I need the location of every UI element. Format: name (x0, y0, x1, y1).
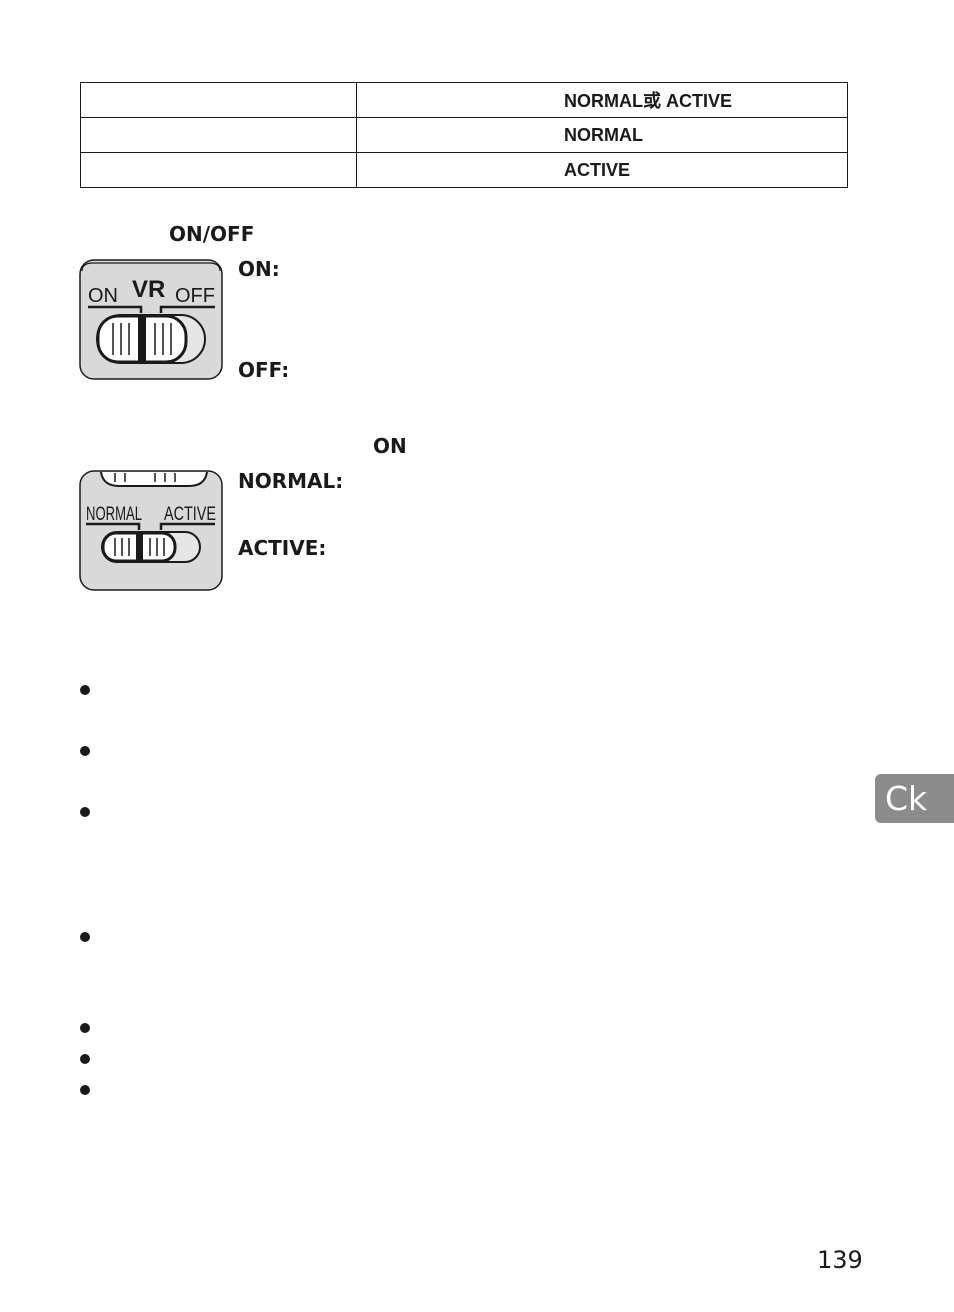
table-cell (80, 82, 357, 118)
vr-off-label: OFF: (238, 358, 290, 382)
switch-label-normal: NORMAL (86, 504, 142, 525)
bullet-icon (80, 746, 90, 756)
table-cell: ACTIVE (356, 152, 848, 188)
bullet-icon (80, 932, 90, 942)
table-row: ACTIVE (80, 152, 848, 188)
table-cell (80, 152, 357, 188)
bullet-icon (80, 1023, 90, 1033)
bullet-icon (80, 685, 90, 695)
table-row: NORMAL (80, 117, 848, 153)
mode-table: NORMAL或 ACTIVE NORMAL ACTIVE (80, 82, 848, 188)
mode-active-label: ACTIVE: (238, 536, 327, 560)
bullet-icon (80, 1054, 90, 1064)
switch-label-off: OFF (175, 285, 215, 307)
vr-onoff-heading: ON/OFF (169, 222, 255, 246)
table-row: NORMAL或 ACTIVE (80, 82, 848, 118)
table-cell (80, 117, 357, 153)
switch-label-on: ON (88, 285, 118, 307)
page-number: 139 (817, 1246, 863, 1274)
bullet-icon (80, 1085, 90, 1095)
mode-normal-label: NORMAL: (238, 469, 344, 493)
table-cell: NORMAL或 ACTIVE (356, 82, 848, 118)
language-tab: Ck (875, 774, 954, 823)
bullet-icon (80, 807, 90, 817)
switch-label-active: ACTIVE (164, 504, 216, 525)
switch-label-vr: VR (132, 276, 165, 303)
mode-switch-illustration: NORMAL ACTIVE (79, 470, 223, 591)
vr-on-label: ON: (238, 257, 280, 281)
vr-onoff-switch-illustration: ON VR OFF (79, 259, 223, 380)
table-cell: NORMAL (356, 117, 848, 153)
mode-heading: ON (373, 434, 407, 458)
